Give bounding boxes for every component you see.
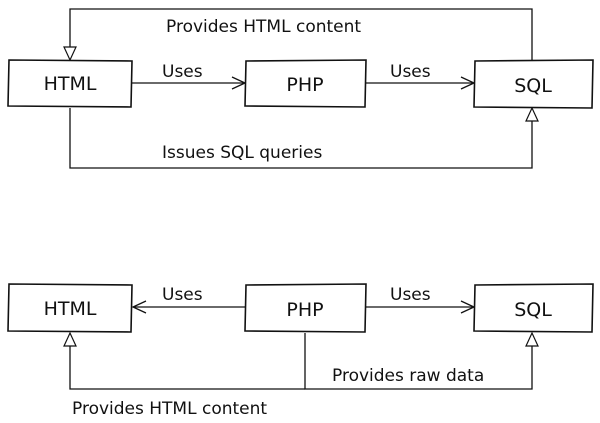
bottom-edge-php-to-sql-label: Provides raw data xyxy=(332,366,484,386)
top-edge-sql-to-html-label: Provides HTML content xyxy=(166,17,361,37)
top-edge-sql-to-html: Provides HTML content xyxy=(63,8,533,62)
bottom-node-html-label: HTML xyxy=(44,298,97,320)
bottom-edge-php-uses-sql: Uses xyxy=(366,285,476,314)
top-edge-php-uses-sql: Uses xyxy=(365,62,476,90)
top-node-php: PHP xyxy=(244,59,367,108)
bottom-node-html: HTML xyxy=(7,283,133,333)
bottom-edge-php-to-html-arrowhead xyxy=(63,331,77,347)
bottom-edge-php-to-html: Provides HTML content xyxy=(63,331,305,419)
top-node-sql-label: SQL xyxy=(514,75,552,97)
top-edge-sql-to-html-arrowhead xyxy=(63,46,77,62)
top-node-html: HTML xyxy=(7,59,133,108)
bottom-edge-php-uses-html-arrowhead xyxy=(131,300,147,314)
top-edge-html-to-sql: Issues SQL queries xyxy=(69,106,539,169)
bottom-node-sql-label: SQL xyxy=(514,299,552,321)
top-edge-html-to-sql-label: Issues SQL queries xyxy=(162,143,322,163)
top-diagram: Provides HTML content Uses Uses Issues S… xyxy=(7,8,594,169)
bottom-edge-php-to-sql: Provides raw data xyxy=(304,331,539,390)
top-node-sql: SQL xyxy=(473,59,594,109)
top-node-html-label: HTML xyxy=(44,73,97,95)
bottom-node-php: PHP xyxy=(244,283,367,333)
bottom-edge-php-to-html-label: Provides HTML content xyxy=(72,399,267,419)
top-edge-html-uses-php-label: Uses xyxy=(162,62,203,82)
bottom-edge-php-uses-html-label: Uses xyxy=(162,285,203,305)
bottom-edge-php-uses-sql-label: Uses xyxy=(390,285,431,305)
bottom-node-php-label: PHP xyxy=(286,299,323,321)
top-edge-html-uses-php: Uses xyxy=(132,62,247,90)
top-edge-html-to-sql-arrowhead xyxy=(525,106,539,122)
bottom-edge-php-to-sql-arrowhead xyxy=(525,331,539,347)
bottom-edge-php-uses-html: Uses xyxy=(131,285,245,314)
top-edge-php-uses-sql-label: Uses xyxy=(390,62,431,82)
bottom-diagram: Uses Uses Provides raw data Provides HTM… xyxy=(7,283,594,419)
top-node-php-label: PHP xyxy=(286,74,323,96)
bottom-node-sql: SQL xyxy=(473,283,594,333)
